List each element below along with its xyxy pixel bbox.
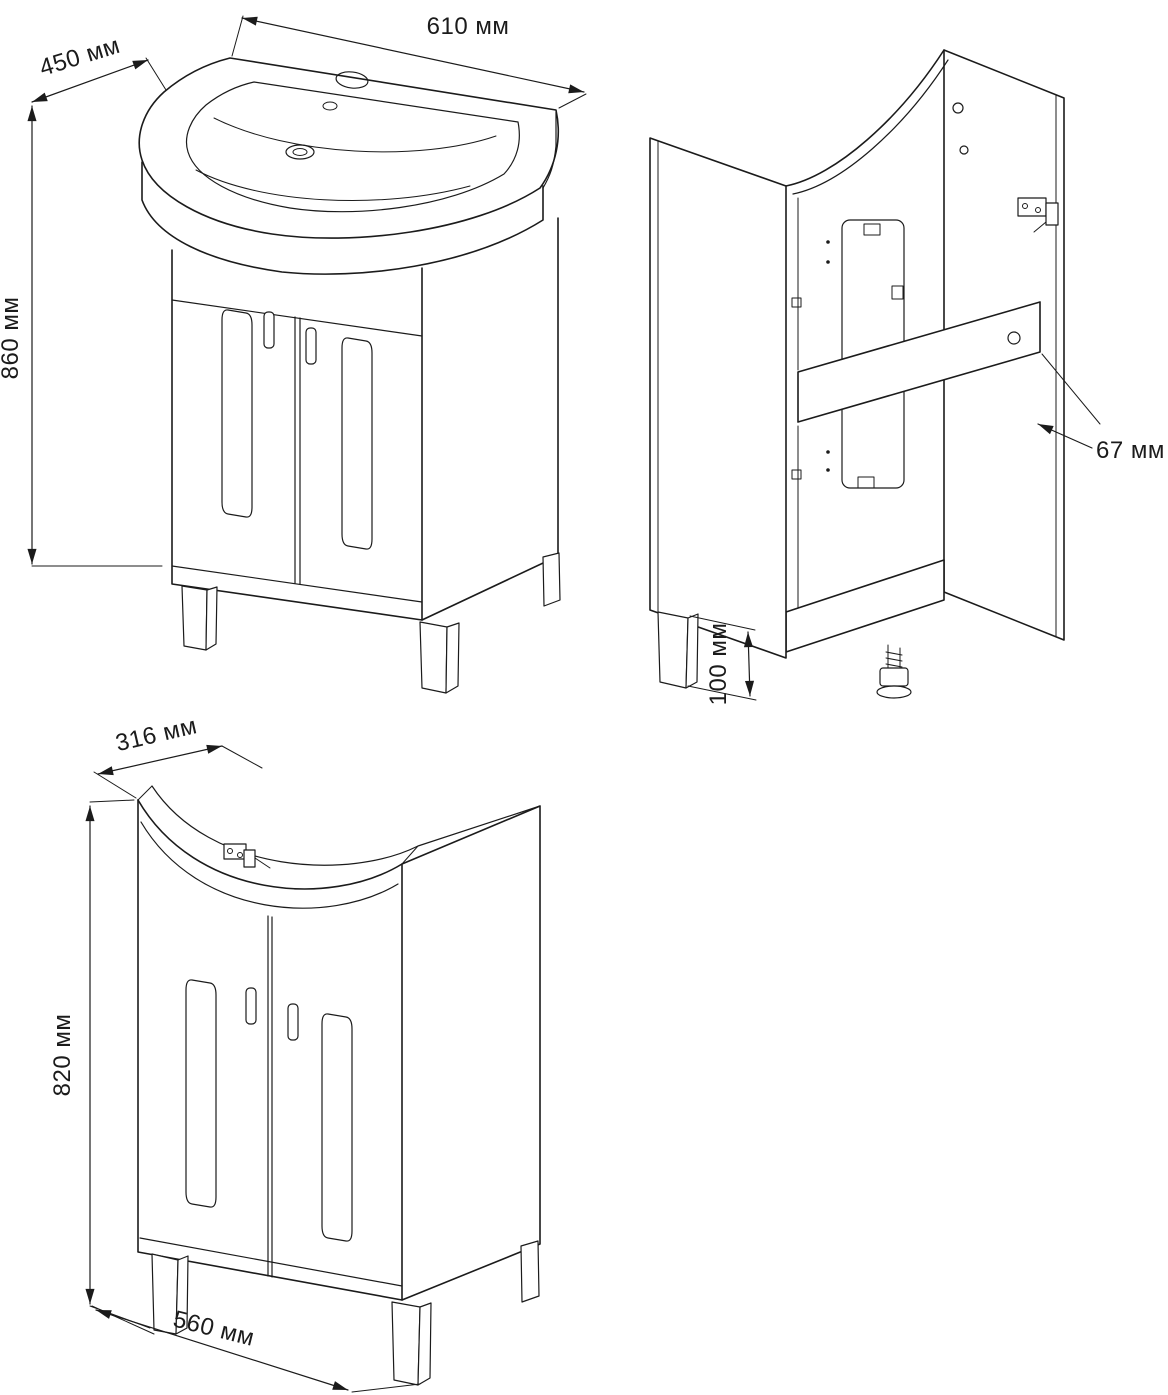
brace-hole bbox=[1007, 331, 1021, 345]
dim-label-450: 450 мм bbox=[36, 32, 123, 82]
bottom-shelf bbox=[785, 559, 945, 653]
dim-brace-width-67: 67 мм bbox=[1037, 353, 1165, 464]
leg-back-right bbox=[542, 552, 561, 607]
dim-width-560: 560 мм bbox=[91, 1305, 421, 1393]
dim-top-depth-316: 316 мм bbox=[93, 712, 263, 799]
dim-depth-450: 450 мм bbox=[31, 32, 167, 103]
hinge-hardware bbox=[1017, 197, 1059, 233]
door-handle-left bbox=[245, 987, 257, 1025]
view-cabinet-front: 316 мм 820 мм 560 мм bbox=[49, 712, 541, 1393]
dim-label-610: 610 мм bbox=[427, 13, 510, 40]
dim-width-610: 610 мм bbox=[231, 13, 587, 109]
legs bbox=[151, 1240, 540, 1386]
adjustable-foot bbox=[876, 644, 912, 699]
dim-label-100: 100 мм bbox=[705, 623, 732, 706]
top-curved-rail bbox=[785, 49, 949, 195]
dim-height-820: 820 мм bbox=[49, 799, 151, 1329]
door-handle-left bbox=[263, 311, 275, 349]
leg-front-left bbox=[181, 585, 208, 651]
cross-brace bbox=[797, 301, 1041, 423]
cabinet-body bbox=[171, 217, 559, 621]
mounting-hole bbox=[952, 102, 964, 114]
back-opening-edge bbox=[791, 197, 802, 613]
view-cabinet-rear: 100 мм 67 мм bbox=[649, 49, 1165, 706]
side-panel-near bbox=[649, 137, 787, 659]
door-right-inset bbox=[321, 1013, 353, 1242]
mounting-hole bbox=[959, 145, 969, 155]
leg-back-right bbox=[520, 1240, 540, 1303]
dim-height-860: 860 мм bbox=[0, 105, 163, 567]
door-handle-right bbox=[287, 1003, 299, 1041]
overflow-hole bbox=[322, 101, 338, 111]
sink bbox=[138, 57, 560, 275]
hinge-hardware bbox=[223, 843, 271, 869]
leg-front-right bbox=[419, 621, 448, 694]
cabinet-body bbox=[137, 785, 541, 1301]
dim-leg-height-100: 100 мм bbox=[687, 615, 757, 706]
door-handle-right bbox=[305, 327, 317, 365]
dim-label-820: 820 мм bbox=[49, 1014, 76, 1097]
leg-rear bbox=[657, 611, 699, 689]
drain-hole bbox=[285, 144, 315, 160]
door-right-inset bbox=[341, 337, 373, 550]
dim-label-67: 67 мм bbox=[1096, 437, 1165, 464]
dim-label-860: 860 мм bbox=[0, 297, 24, 380]
view-vanity-with-sink: 450 мм 610 мм 860 мм bbox=[0, 13, 587, 694]
door-left-inset bbox=[185, 979, 217, 1208]
leg-front-right bbox=[391, 1301, 421, 1386]
legs bbox=[181, 552, 561, 694]
dim-label-560: 560 мм bbox=[170, 1306, 257, 1352]
dim-label-316: 316 мм bbox=[113, 712, 200, 757]
door-left-inset bbox=[221, 309, 253, 518]
